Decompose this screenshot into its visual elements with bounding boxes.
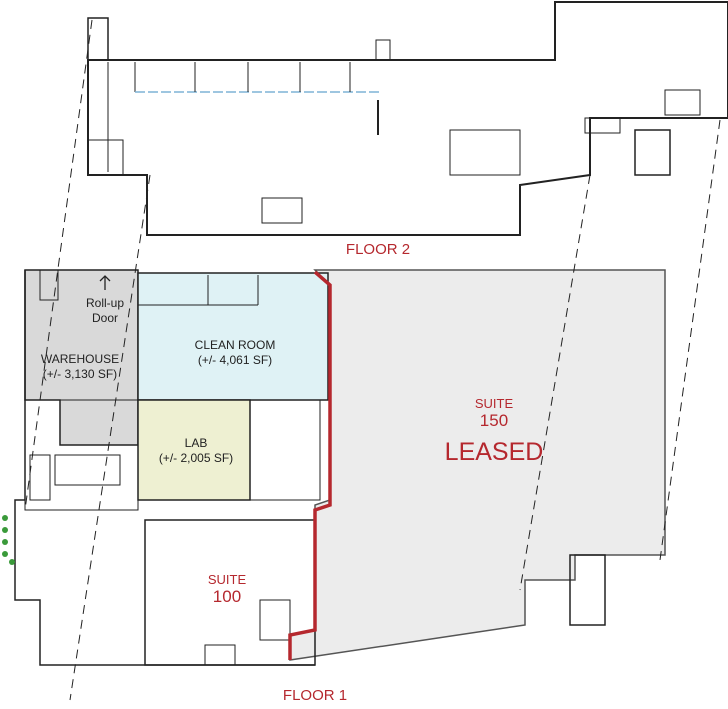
roll-up-door-line1: Roll-up [85,296,125,310]
roll-up-door-line2: Door [91,311,119,325]
warehouse-area-text: (+/- 3,130 SF) [42,367,118,381]
lab-area-text: (+/- 2,005 SF) [158,451,234,465]
landscaping [2,515,15,565]
floor-alignment-guides [24,19,721,701]
suite-150-status: LEASED [444,438,544,466]
suite-150-number: 150 [479,411,509,430]
clean-room-label: CLEAN ROOM (+/- 4,061 SF) [195,338,276,368]
warehouse-name: WAREHOUSE [40,352,120,366]
clean-room-name: CLEAN ROOM [194,338,276,352]
suite-150-word: SUITE [474,396,514,411]
lab-name: LAB [184,436,208,450]
warehouse-label: WAREHOUSE (+/- 3,130 SF) [41,352,119,382]
floor-1-label: FLOOR 1 [282,687,348,704]
roll-up-door-arrow-icon [99,275,111,290]
lab-label: LAB (+/- 2,005 SF) [159,436,233,466]
lab-area [137,399,251,501]
floor-2-plan [87,1,728,236]
suite-100-label: SUITE 100 [208,572,246,607]
floor-2-label: FLOOR 2 [345,241,411,258]
suite-100-word: SUITE [207,572,247,587]
roll-up-door-label: Roll-up Door [86,296,124,326]
suite-150-area [289,269,666,661]
suite-150-label: SUITE 150 LEASED [445,396,544,469]
leased-boundary-line [288,270,332,660]
clean-room-area-text: (+/- 4,061 SF) [197,353,273,367]
clean-room-area [137,272,329,401]
suite-100-number: 100 [212,587,242,606]
